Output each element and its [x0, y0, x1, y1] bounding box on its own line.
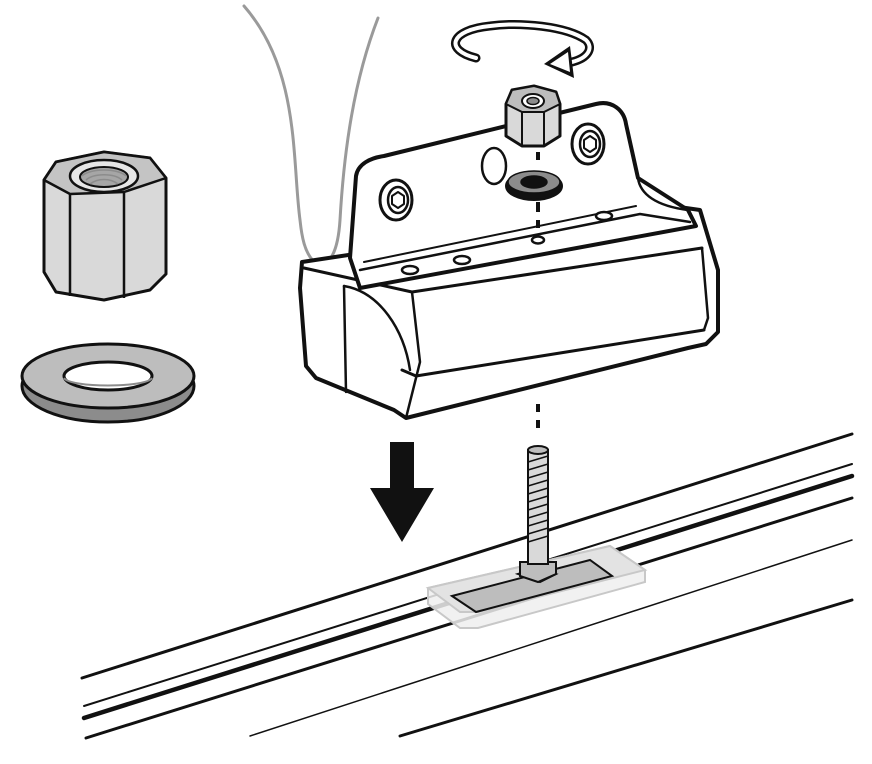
small-nut-icon [504, 84, 562, 148]
hex-nut-icon [42, 150, 168, 302]
rotation-arrow-icon [451, 20, 594, 78]
bolt-icon [514, 445, 559, 584]
socket-bolt-right-icon [570, 122, 606, 166]
washer-small-icon [505, 170, 563, 201]
socket-bolt-left-icon [378, 178, 414, 222]
down-arrow-icon [370, 442, 434, 542]
washer-icon [20, 342, 196, 424]
foot-bracket-icon [298, 101, 720, 420]
